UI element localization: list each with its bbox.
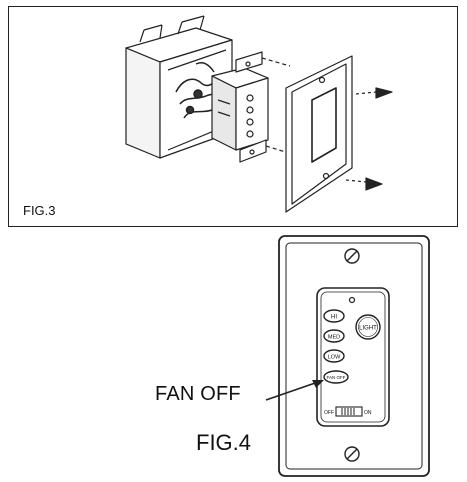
med-button-label: MED — [328, 335, 340, 341]
slide-switch-on-label: ON — [364, 410, 372, 416]
switch-module — [211, 67, 269, 151]
low-button-label: LOW — [328, 355, 341, 361]
slide-switch-off-label: OFF — [324, 410, 334, 416]
off-on-slide-switch[interactable]: OFF ON — [324, 406, 372, 417]
fig4-top-screw — [344, 248, 360, 264]
fig4-bottom-screw — [344, 446, 360, 462]
light-button[interactable]: LIGHT — [355, 314, 381, 340]
indicator-light — [348, 296, 356, 304]
low-button[interactable]: LOW — [323, 349, 345, 363]
fan-off-button-label: FAN OFF — [327, 375, 346, 380]
fan-off-callout-label: FAN OFF — [155, 383, 241, 405]
fig4-caption: FIG.4 — [196, 430, 252, 455]
med-button[interactable]: MED — [323, 329, 345, 343]
mounting-strap — [235, 51, 293, 163]
fig3-screws — [345, 87, 393, 191]
fig3-caption: FIG.3 — [23, 203, 56, 218]
fig3-wall-plate — [285, 55, 353, 213]
hi-button[interactable]: HI — [323, 309, 345, 323]
fan-off-callout-arrow — [265, 380, 324, 401]
light-button-label: LIGHT — [359, 326, 377, 332]
hi-button-label: HI — [331, 315, 337, 321]
fan-off-button[interactable]: FAN OFF — [323, 370, 349, 384]
